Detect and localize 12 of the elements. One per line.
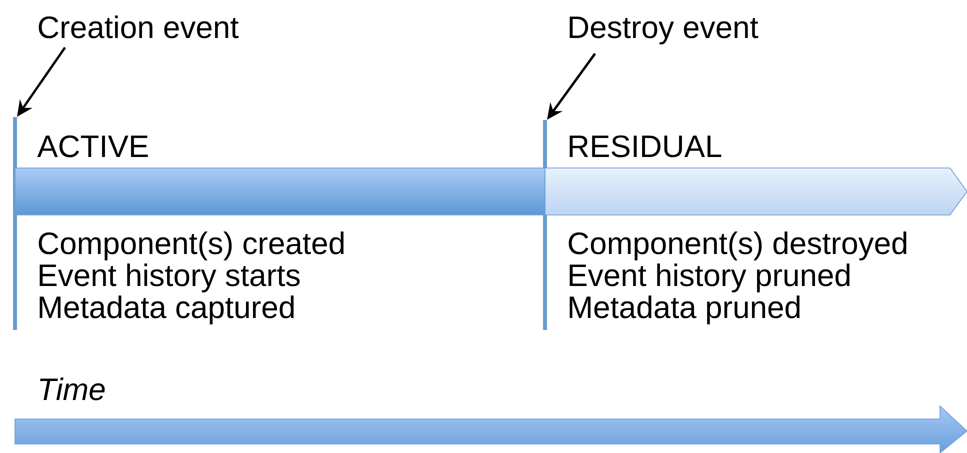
phase-heading: RESIDUAL xyxy=(570,135,722,158)
phase-heading: ACTIVE xyxy=(37,135,148,158)
phase-description: Event history starts xyxy=(40,264,300,292)
event-label: Creation event xyxy=(38,16,239,38)
event-marker xyxy=(13,117,17,330)
event-label: Destroy event xyxy=(570,16,758,44)
phase-description: Metadata captured xyxy=(40,296,294,324)
phase-description: Component(s) created xyxy=(38,232,344,260)
phase-description: Event history pruned xyxy=(570,264,850,292)
phase-description: Metadata pruned xyxy=(570,296,800,324)
axis-label: Time xyxy=(40,378,105,400)
phase-description: Component(s) destroyed xyxy=(568,232,906,260)
